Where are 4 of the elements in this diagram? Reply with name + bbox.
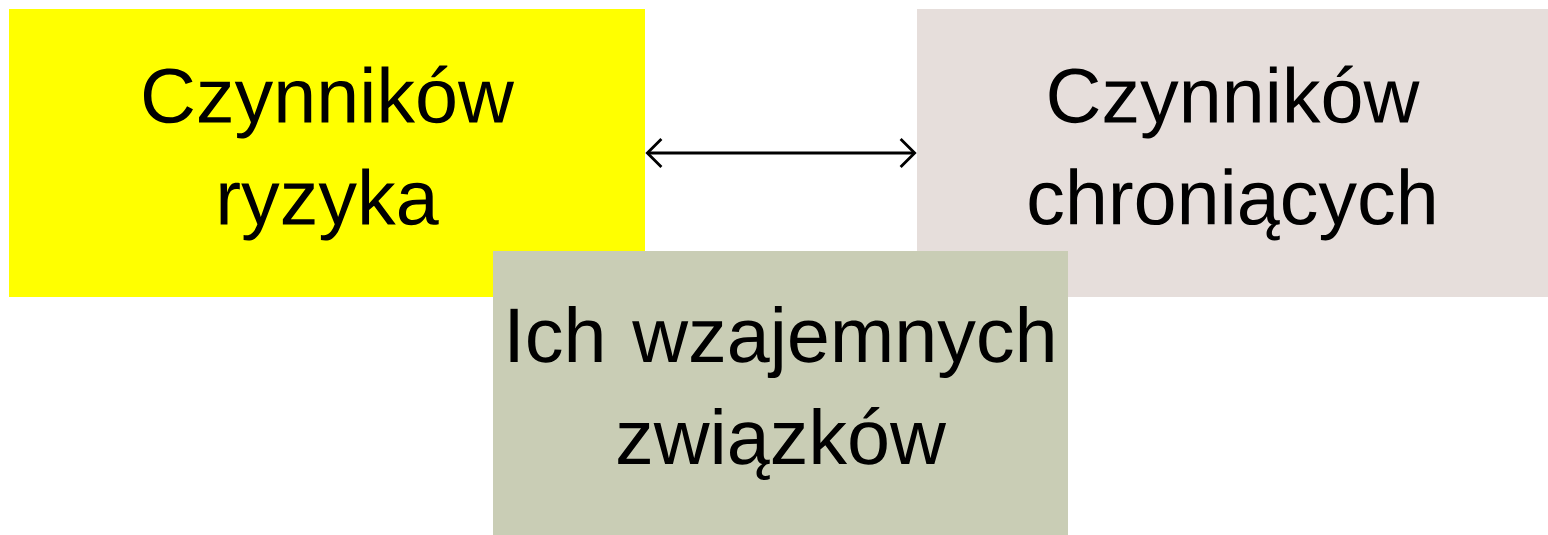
text-box: Ich wzajemnych związków (493, 251, 1068, 535)
text-box: Czynników ryzyka (9, 9, 645, 297)
double-arrow (645, 137, 917, 169)
text-box: Czynników chroniących (917, 9, 1548, 297)
